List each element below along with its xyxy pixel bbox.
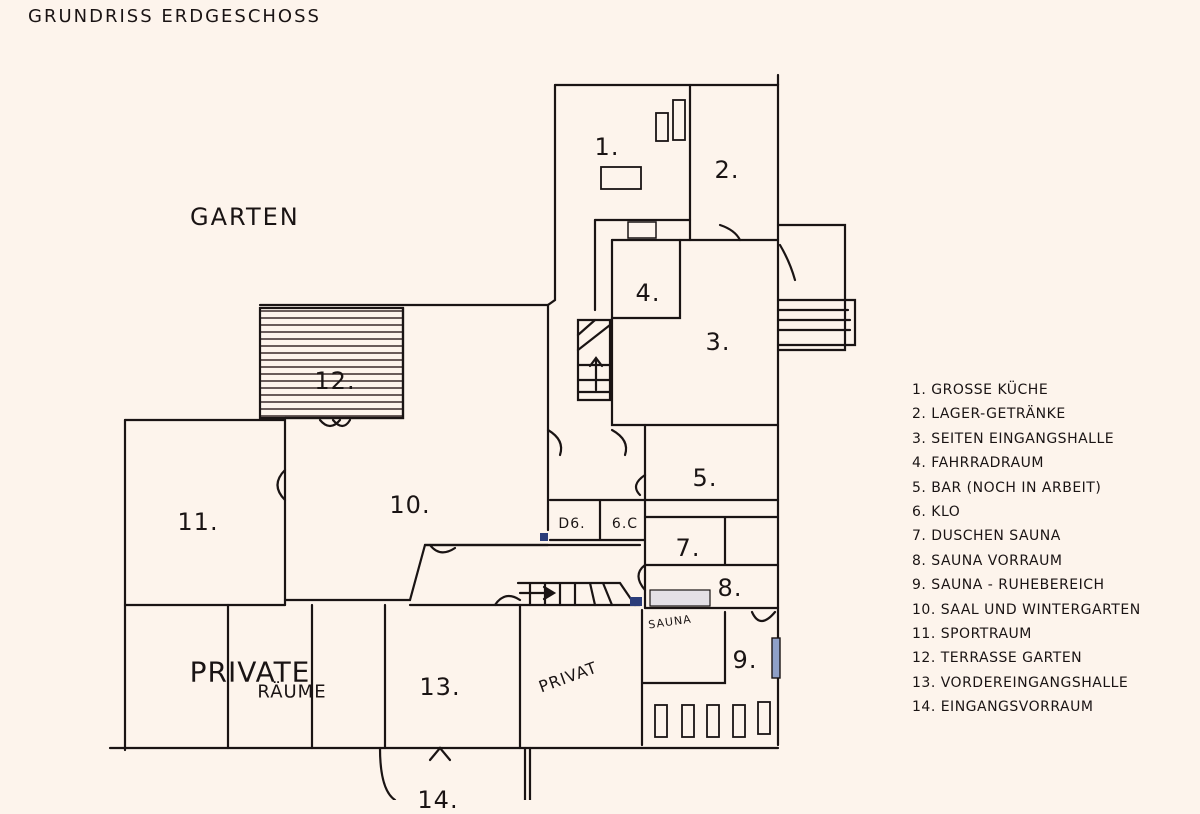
room-4-label: 4.: [635, 279, 661, 307]
legend-item: 12. Terrasse Garten: [912, 650, 1083, 667]
room-6b-label: 6.C: [611, 516, 639, 532]
room-3-label: 3.: [705, 328, 731, 356]
legend-item: 7. Duschen Sauna: [912, 528, 1061, 545]
legend-item: 3. Seiten Eingangshalle: [912, 430, 1115, 447]
legend-item: 1. Große Küche: [912, 382, 1049, 398]
room-2-label: 2.: [714, 156, 740, 184]
page-title: Grundriss Erdgeschoss: [28, 6, 321, 27]
room-11-label: 11.: [177, 508, 219, 536]
room-14-label: 14.: [417, 786, 459, 814]
room-6a-label: D6.: [558, 516, 586, 532]
rooms-label: Räume: [257, 681, 327, 703]
legend-item: 2. Lager-Getränke: [912, 406, 1066, 423]
legend-item: 13. Vordereingangshalle: [912, 674, 1129, 691]
legend-item: 10. Saal und Wintergarten: [912, 601, 1141, 618]
room-13-label: 13.: [419, 673, 461, 701]
legend-item: 14. Eingangsvorraum: [912, 699, 1094, 716]
room-9-label: 9.: [732, 646, 758, 674]
legend-item: 5. Bar (noch in Arbeit): [912, 479, 1102, 496]
garden-label: Garten: [190, 203, 300, 231]
room-legend: 1. Große Küche 2. Lager-Getränke 3. Seit…: [912, 378, 1141, 720]
legend-item: 9. Sauna - Ruhebereich: [912, 577, 1105, 594]
private-label: Private: [189, 655, 311, 689]
legend-item: 8. Sauna Vorraum: [912, 552, 1063, 569]
walls: [108, 73, 857, 800]
legend-item: 11. Sportraum: [912, 626, 1032, 643]
room-12-label: 12.: [314, 367, 356, 395]
legend-item: 4. Fahrradraum: [912, 455, 1044, 472]
room-1-label: 1.: [594, 133, 620, 161]
room-5-label: 5.: [692, 464, 718, 492]
room-10-label: 10.: [389, 491, 431, 519]
room-7-label: 7.: [675, 534, 701, 562]
room-8-label: 8.: [717, 574, 743, 602]
legend-item: 6. Klo: [912, 504, 961, 521]
